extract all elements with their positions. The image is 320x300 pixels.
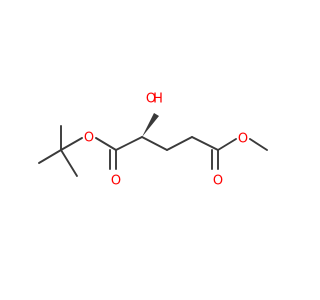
bond-ch2-1-to-ch2-2 [166,136,193,151]
hydroxyl-hydrogen-label: H [153,92,163,107]
bond-alpha-to-ch2-1 [141,136,168,151]
bond-tbu-center-bottom [60,149,78,177]
left-ester-oxygen-label: O [84,131,94,146]
bond-ester-o-to-methyl [249,138,268,151]
bond-ch2-2-to-carbonyl-right [191,136,219,151]
bond-carbonyl-right-to-ester-o [217,138,237,151]
hydroxyl-oxygen-label: O [146,92,156,107]
right-ester-oxygen-label: O [238,132,248,147]
bond-ester-o-to-carbonyl-left [95,137,117,151]
left-carbonyl-oxygen-label: O [111,174,121,189]
bond-tbu-to-ester-o [60,137,83,151]
bond-tbu-center-left [38,149,62,164]
molecule-structure: O H O O O O [38,92,268,189]
right-carbonyl-oxygen-label: O [213,174,223,189]
wedge-bond-to-hydroxyl [142,113,159,137]
structure-canvas: O H O O O O [38,91,268,189]
bond-carbonyl-to-alpha-carbon [115,136,143,151]
